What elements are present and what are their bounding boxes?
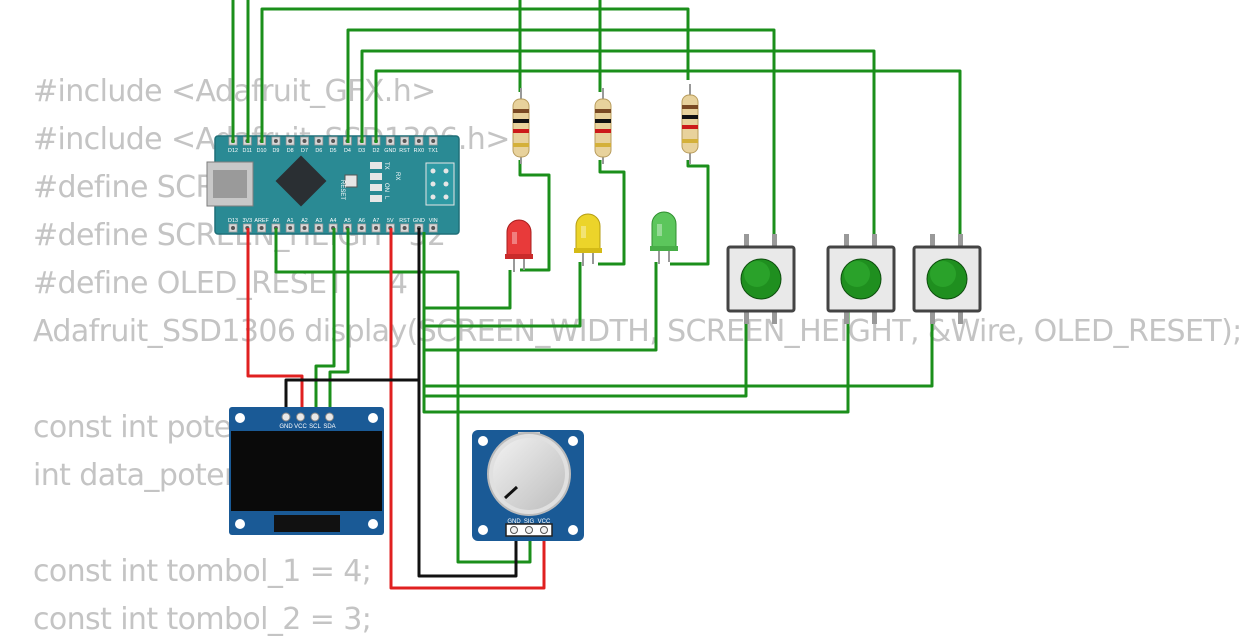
code-line: const int tombol_2 = 3; (33, 602, 372, 637)
pin-label: 5V (387, 218, 394, 224)
pin-label: RST (399, 218, 410, 224)
knob-indicator (503, 485, 519, 500)
led-yellow[interactable] (574, 213, 602, 266)
pot-pin-label: GND (507, 519, 521, 525)
push-button-3[interactable] (912, 234, 982, 324)
pin-label: GND (413, 218, 425, 224)
code-line: Adafruit_SSD1306 display(SCREEN_WIDTH, S… (33, 314, 1242, 349)
pin-label: D6 (315, 148, 322, 154)
black-wire-pot (417, 228, 518, 578)
resistor-3[interactable] (681, 84, 699, 164)
code-line: #include <Adafruit_GFX.h> (33, 74, 436, 109)
circuit-diagram: RESET TX RX ON L D12 D11 D10 D9 D8 D7 D6 D5 D4 D3… (206, 0, 982, 590)
icsp-header (425, 162, 455, 206)
pin-label: A4 (330, 218, 337, 224)
red-wire-pot (389, 228, 546, 590)
pin-label: GND (384, 148, 396, 154)
code-line: #define OLED_RESET 4 (33, 266, 408, 301)
pin-label: D12 (228, 148, 238, 154)
pin-label: D3 (358, 148, 365, 154)
oled-pin[interactable] (281, 412, 291, 422)
pin-label: D8 (287, 148, 294, 154)
pin-label: A7 (373, 218, 380, 224)
arduino-nano[interactable]: RESET TX RX ON L D12 D11 D10 D9 D8 D7 D6 D5 D4 D3… (206, 135, 460, 235)
black-wire-oled (284, 228, 421, 414)
oled-pin[interactable] (325, 412, 334, 422)
green-wires (231, 0, 962, 564)
push-button-1[interactable] (726, 234, 796, 324)
led-green[interactable] (650, 211, 678, 264)
code-line: const int tombol_1 = 4; (33, 554, 372, 589)
pin-label: RST (399, 148, 410, 154)
pin-label: 3V3 (243, 218, 253, 224)
pin-label: RX0 (414, 148, 425, 154)
pin-label: D4 (344, 148, 351, 154)
on-label: ON (383, 183, 389, 192)
pin-label: D11 (243, 148, 253, 154)
pin-label: AREF (254, 218, 269, 224)
oled-pin[interactable] (296, 412, 305, 422)
pin-label: D13 (228, 218, 238, 224)
pin-label: D2 (373, 148, 380, 154)
resistor-1[interactable] (512, 88, 530, 164)
rx-label: RX (394, 172, 400, 180)
pin-label: A3 (316, 218, 323, 224)
l-label: L (383, 196, 389, 200)
oled-pin-label: SCL (309, 424, 321, 430)
reset-button (344, 174, 358, 188)
pot-pin[interactable] (525, 526, 533, 534)
reset-label: RESET (339, 180, 345, 200)
pot-pin-label: SIG (524, 519, 535, 525)
pot-pin[interactable] (540, 526, 548, 534)
pin-label: TX1 (428, 148, 438, 154)
oled-pin[interactable] (310, 412, 320, 422)
pin-label: VIN (429, 218, 438, 224)
push-button-2[interactable] (826, 234, 896, 324)
tx-label: TX (383, 162, 389, 170)
resistor-2[interactable] (594, 88, 612, 164)
oled-pin-label: SDA (323, 424, 335, 430)
pin-label: D9 (272, 148, 279, 154)
red-wire-oled (246, 228, 304, 414)
oled-pin-label: VCC (294, 424, 307, 430)
pin-label: D7 (301, 148, 308, 154)
oled-pin-label: GND (279, 424, 293, 430)
pin-label: A2 (301, 218, 308, 224)
pin-label: D5 (330, 148, 337, 154)
pot-pin[interactable] (510, 526, 518, 534)
led-red[interactable] (505, 219, 533, 272)
pin-label: D10 (257, 148, 267, 154)
pin-label: A0 (273, 218, 280, 224)
pin-label: A6 (358, 218, 365, 224)
pot-pin-label: VCC (538, 519, 551, 525)
pin-label: A5 (344, 218, 351, 224)
pin-label: A1 (287, 218, 294, 224)
code-overlay: #include <Adafruit_GFX.h>#include <Adafr… (33, 68, 1242, 644)
